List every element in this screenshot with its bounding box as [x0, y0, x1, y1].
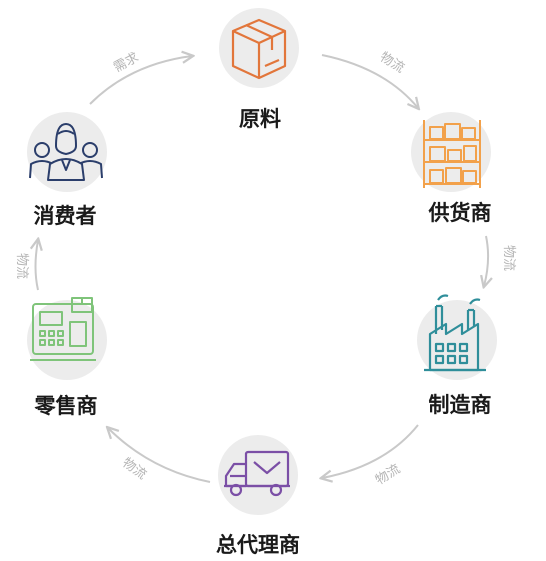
edge-retailer-to-consumer: 物流	[14, 240, 38, 291]
warehouse-shelf-icon	[423, 120, 481, 188]
factory-icon	[424, 294, 486, 372]
edge-manufacturer-to-general-agent: 物流	[322, 424, 419, 489]
edge-label-logistics-4: 物流	[119, 455, 149, 482]
node-consumer: 消费者	[27, 112, 107, 228]
edge-supplier-to-manufacturer: 物流	[484, 235, 516, 286]
node-manufacturer: 制造商	[417, 294, 497, 417]
node-raw-material: 原料	[219, 8, 299, 131]
edge-label-logistics-5: 物流	[14, 253, 29, 279]
node-label-supplier: 供货商	[428, 201, 492, 225]
edge-consumer-to-raw-material: 需求	[89, 50, 192, 105]
node-label-retailer: 零售商	[34, 394, 98, 418]
node-retailer: 零售商	[27, 297, 107, 418]
edge-label-logistics-3: 物流	[373, 462, 403, 489]
node-general-agent: 总代理商	[216, 435, 300, 557]
delivery-truck-icon	[224, 450, 290, 497]
edge-label-logistics-1: 物流	[377, 50, 407, 77]
package-box-icon	[231, 18, 287, 80]
edge-general-agent-to-retailer: 物流	[108, 428, 211, 483]
node-label-raw-material: 原料	[239, 107, 281, 131]
cash-register-icon	[30, 297, 96, 361]
people-group-icon	[29, 123, 103, 181]
node-label-manufacturer: 制造商	[429, 393, 492, 417]
node-supplier: 供货商	[411, 112, 492, 225]
edge-raw-material-to-supplier: 物流	[321, 50, 418, 108]
edge-label-logistics-2: 物流	[501, 245, 516, 271]
node-label-consumer: 消费者	[34, 204, 97, 228]
node-label-general-agent: 总代理商	[216, 533, 300, 557]
